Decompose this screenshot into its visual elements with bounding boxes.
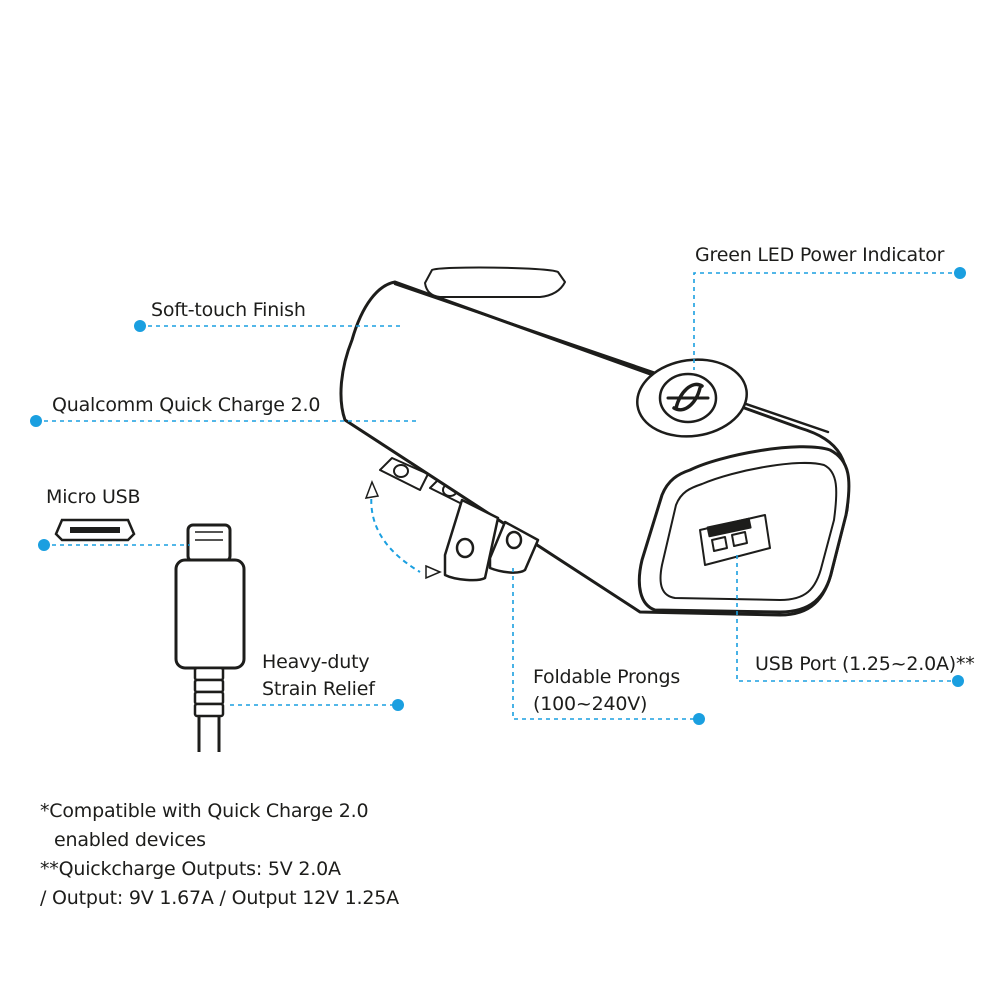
- footnote-line-2: enabled devices: [54, 829, 206, 851]
- footnote-line-3: **Quickcharge Outputs: 5V 2.0A: [40, 858, 341, 880]
- strain-relief-label-line2: Strain Relief: [262, 678, 375, 700]
- prongs-label-line2: (100~240V): [533, 693, 648, 715]
- micro-usb-callout-dot: [38, 539, 50, 551]
- footnote-line-1: *Compatible with Quick Charge 2.0: [40, 800, 369, 822]
- prongs-callout-dot: [693, 713, 705, 725]
- footnote-line-4: / Output: 9V 1.67A / Output 12V 1.25A: [40, 887, 399, 909]
- led-callout-dot: [954, 267, 966, 279]
- footnotes: *Compatible with Quick Charge 2.0 enable…: [40, 797, 399, 913]
- strain-relief: [193, 666, 225, 718]
- foldable-prongs: [443, 498, 540, 582]
- prongs-label-line1: Foldable Prongs: [533, 666, 681, 688]
- fold-arrow: [364, 479, 442, 580]
- micro-usb-housing: [174, 558, 246, 670]
- micro-usb-label: Micro USB: [46, 486, 141, 508]
- quick-charge-callout-dot: [30, 415, 42, 427]
- wall-charger: [339, 266, 851, 617]
- usb-port: [699, 514, 771, 566]
- micro-usb-port-icon: [54, 518, 136, 542]
- top-plate: [424, 266, 566, 298]
- micro-usb-cable: [174, 523, 246, 752]
- strain-relief-label-line1: Heavy-duty: [262, 651, 370, 673]
- quick-charge-label: Qualcomm Quick Charge 2.0: [52, 394, 321, 416]
- usb-port-label: USB Port (1.25~2.0A)**: [755, 653, 975, 675]
- callout-lines: [36, 272, 960, 720]
- soft-touch-label: Soft-touch Finish: [151, 299, 306, 321]
- soft-touch-callout-dot: [134, 320, 146, 332]
- strain-relief-callout-dot: [392, 699, 404, 711]
- callout-dots: [30, 267, 966, 725]
- micro-usb-tip: [186, 523, 232, 563]
- led-power-indicator: [636, 358, 748, 438]
- led-indicator-label: Green LED Power Indicator: [695, 244, 945, 266]
- usb-port-callout-dot: [952, 675, 964, 687]
